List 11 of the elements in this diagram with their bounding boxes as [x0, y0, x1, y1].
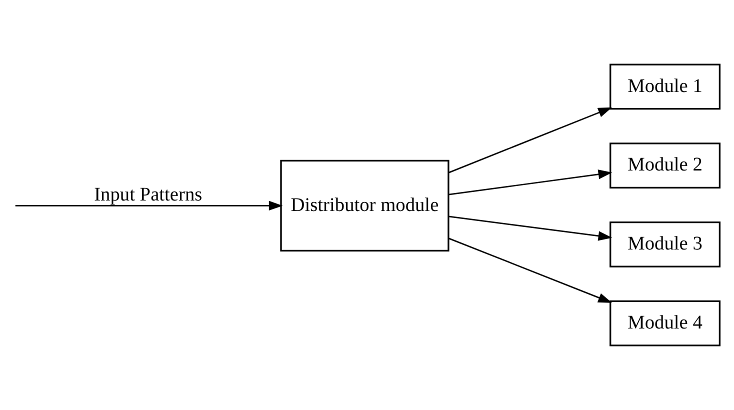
node-box: Module 3: [610, 221, 721, 268]
arrow: [15, 200, 283, 211]
node-box: Distributor module: [280, 160, 450, 252]
arrow: [448, 170, 612, 196]
arrow: [448, 107, 612, 174]
arrow: [448, 216, 612, 241]
node-box: Module 1: [610, 64, 721, 110]
arrow: [448, 238, 612, 303]
edge-label: Input Patterns: [94, 184, 202, 206]
node-box: Module 2: [610, 142, 721, 189]
node-box: Module 4: [610, 300, 721, 346]
